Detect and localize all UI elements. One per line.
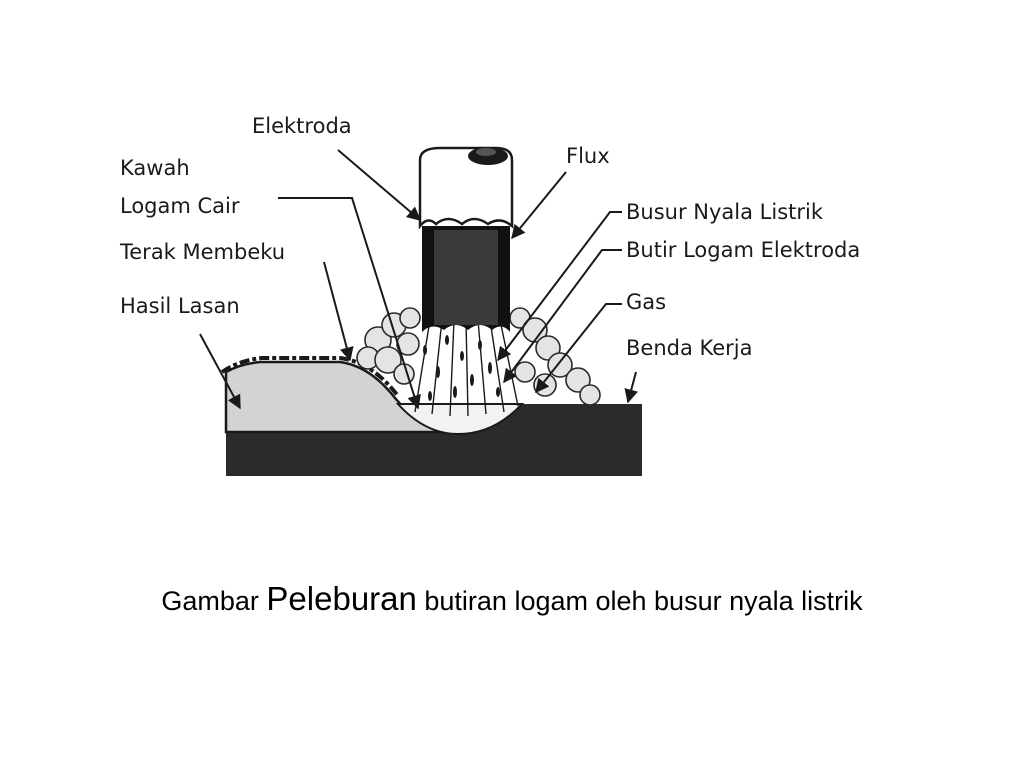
label-butir-logam-elektroda: Butir Logam Elektroda [626,238,861,262]
figure-caption: Gambar Peleburan butiran logam oleh busu… [0,580,1024,618]
leader-terak [323,261,354,362]
leader-kawah [278,197,421,410]
label-hasil-lasan: Hasil Lasan [120,294,240,318]
electrode-core [434,230,498,325]
leader-elektroda [337,149,422,221]
label-terak-membeku: Terak Membeku [120,240,286,264]
label-elektroda: Elektroda [252,114,352,138]
label-logam-cair: Logam Cair [120,194,240,218]
arc-spray [414,319,519,417]
slag-layer [220,356,400,398]
electrode [418,146,514,332]
leader-butir [503,249,622,384]
label-gas: Gas [626,290,667,314]
workpiece-base [226,432,642,476]
leader-busur [497,211,622,362]
label-kawah: Kawah [120,156,190,180]
caption-part-2: Peleburan [266,580,417,617]
label-flux: Flux [566,144,610,168]
leader-hasil [199,333,241,410]
label-benda-kerja: Benda Kerja [626,336,753,360]
leader-gas [535,303,622,394]
electrode-rod-top [418,146,514,230]
caption-part-1: Gambar [161,586,259,616]
leader-flux [511,171,567,240]
weld-pool [395,403,525,436]
label-busur-nyala-listrik: Busur Nyala Listrik [626,200,823,224]
leader-benda [624,371,639,404]
caption-part-3: butiran logam oleh busur nyala listrik [424,586,863,616]
metal-droplets [423,335,500,401]
